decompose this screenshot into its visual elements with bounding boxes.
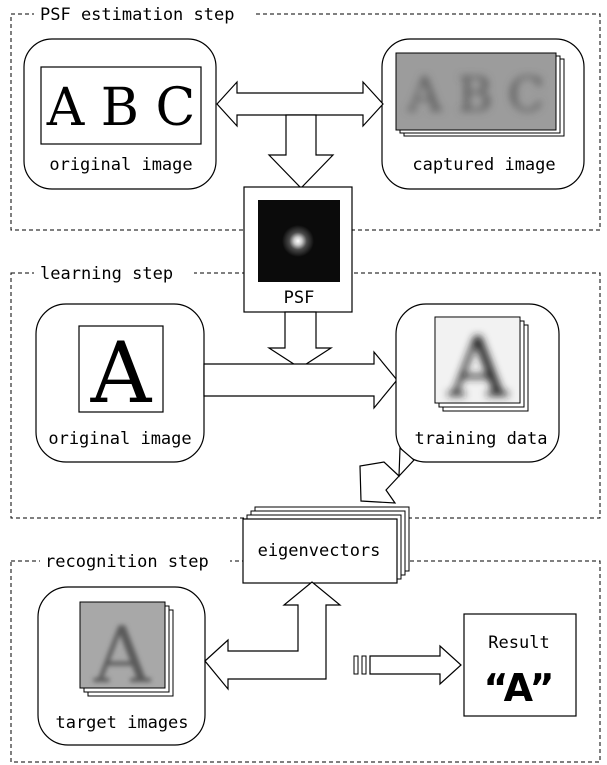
psf-label: PSF [284,288,315,308]
blurred-a-training: A [447,321,509,416]
original-image-label: original image [49,155,192,175]
letter-a-sample: A [90,324,153,422]
training-data-label: training data [414,429,547,449]
captured-image-label: captured image [412,155,555,175]
arrow-to-result [353,644,462,686]
captured-image-box: A B C captured image [381,38,585,190]
down-arrow-psf-to-learning [266,311,334,369]
double-arrow-original-captured [216,80,384,128]
recognition-title: recognition step [45,552,209,572]
learning-original-image-box: A original image [35,303,205,463]
learning-original-image-label: original image [48,429,191,449]
target-a-pixelated: A [93,611,152,701]
original-image-box: A B C original image [23,38,217,190]
right-arrow-to-training [203,350,398,410]
down-arrow-to-psf [267,114,335,189]
target-images-label: target images [55,713,188,733]
result-label: Result [488,633,549,653]
result-value: “A” [484,666,555,710]
target-images-box: A target images [37,586,206,746]
eigenvectors-box: eigenvectors [242,506,410,584]
abc-blurred-text: A B C [406,67,544,123]
diagonal-arrow-to-eigenvectors [359,446,415,504]
result-box: Result “A” [463,613,577,717]
abc-sample-text: A B C [46,78,196,138]
psf-box: PSF [243,186,353,313]
learning-title: learning step [40,264,173,284]
training-data-box: A training data [395,303,560,463]
bent-double-arrow-target-eigenvectors [204,581,342,691]
psf-estimation-title: PSF estimation step [40,5,234,25]
eigenvectors-label: eigenvectors [258,541,381,561]
